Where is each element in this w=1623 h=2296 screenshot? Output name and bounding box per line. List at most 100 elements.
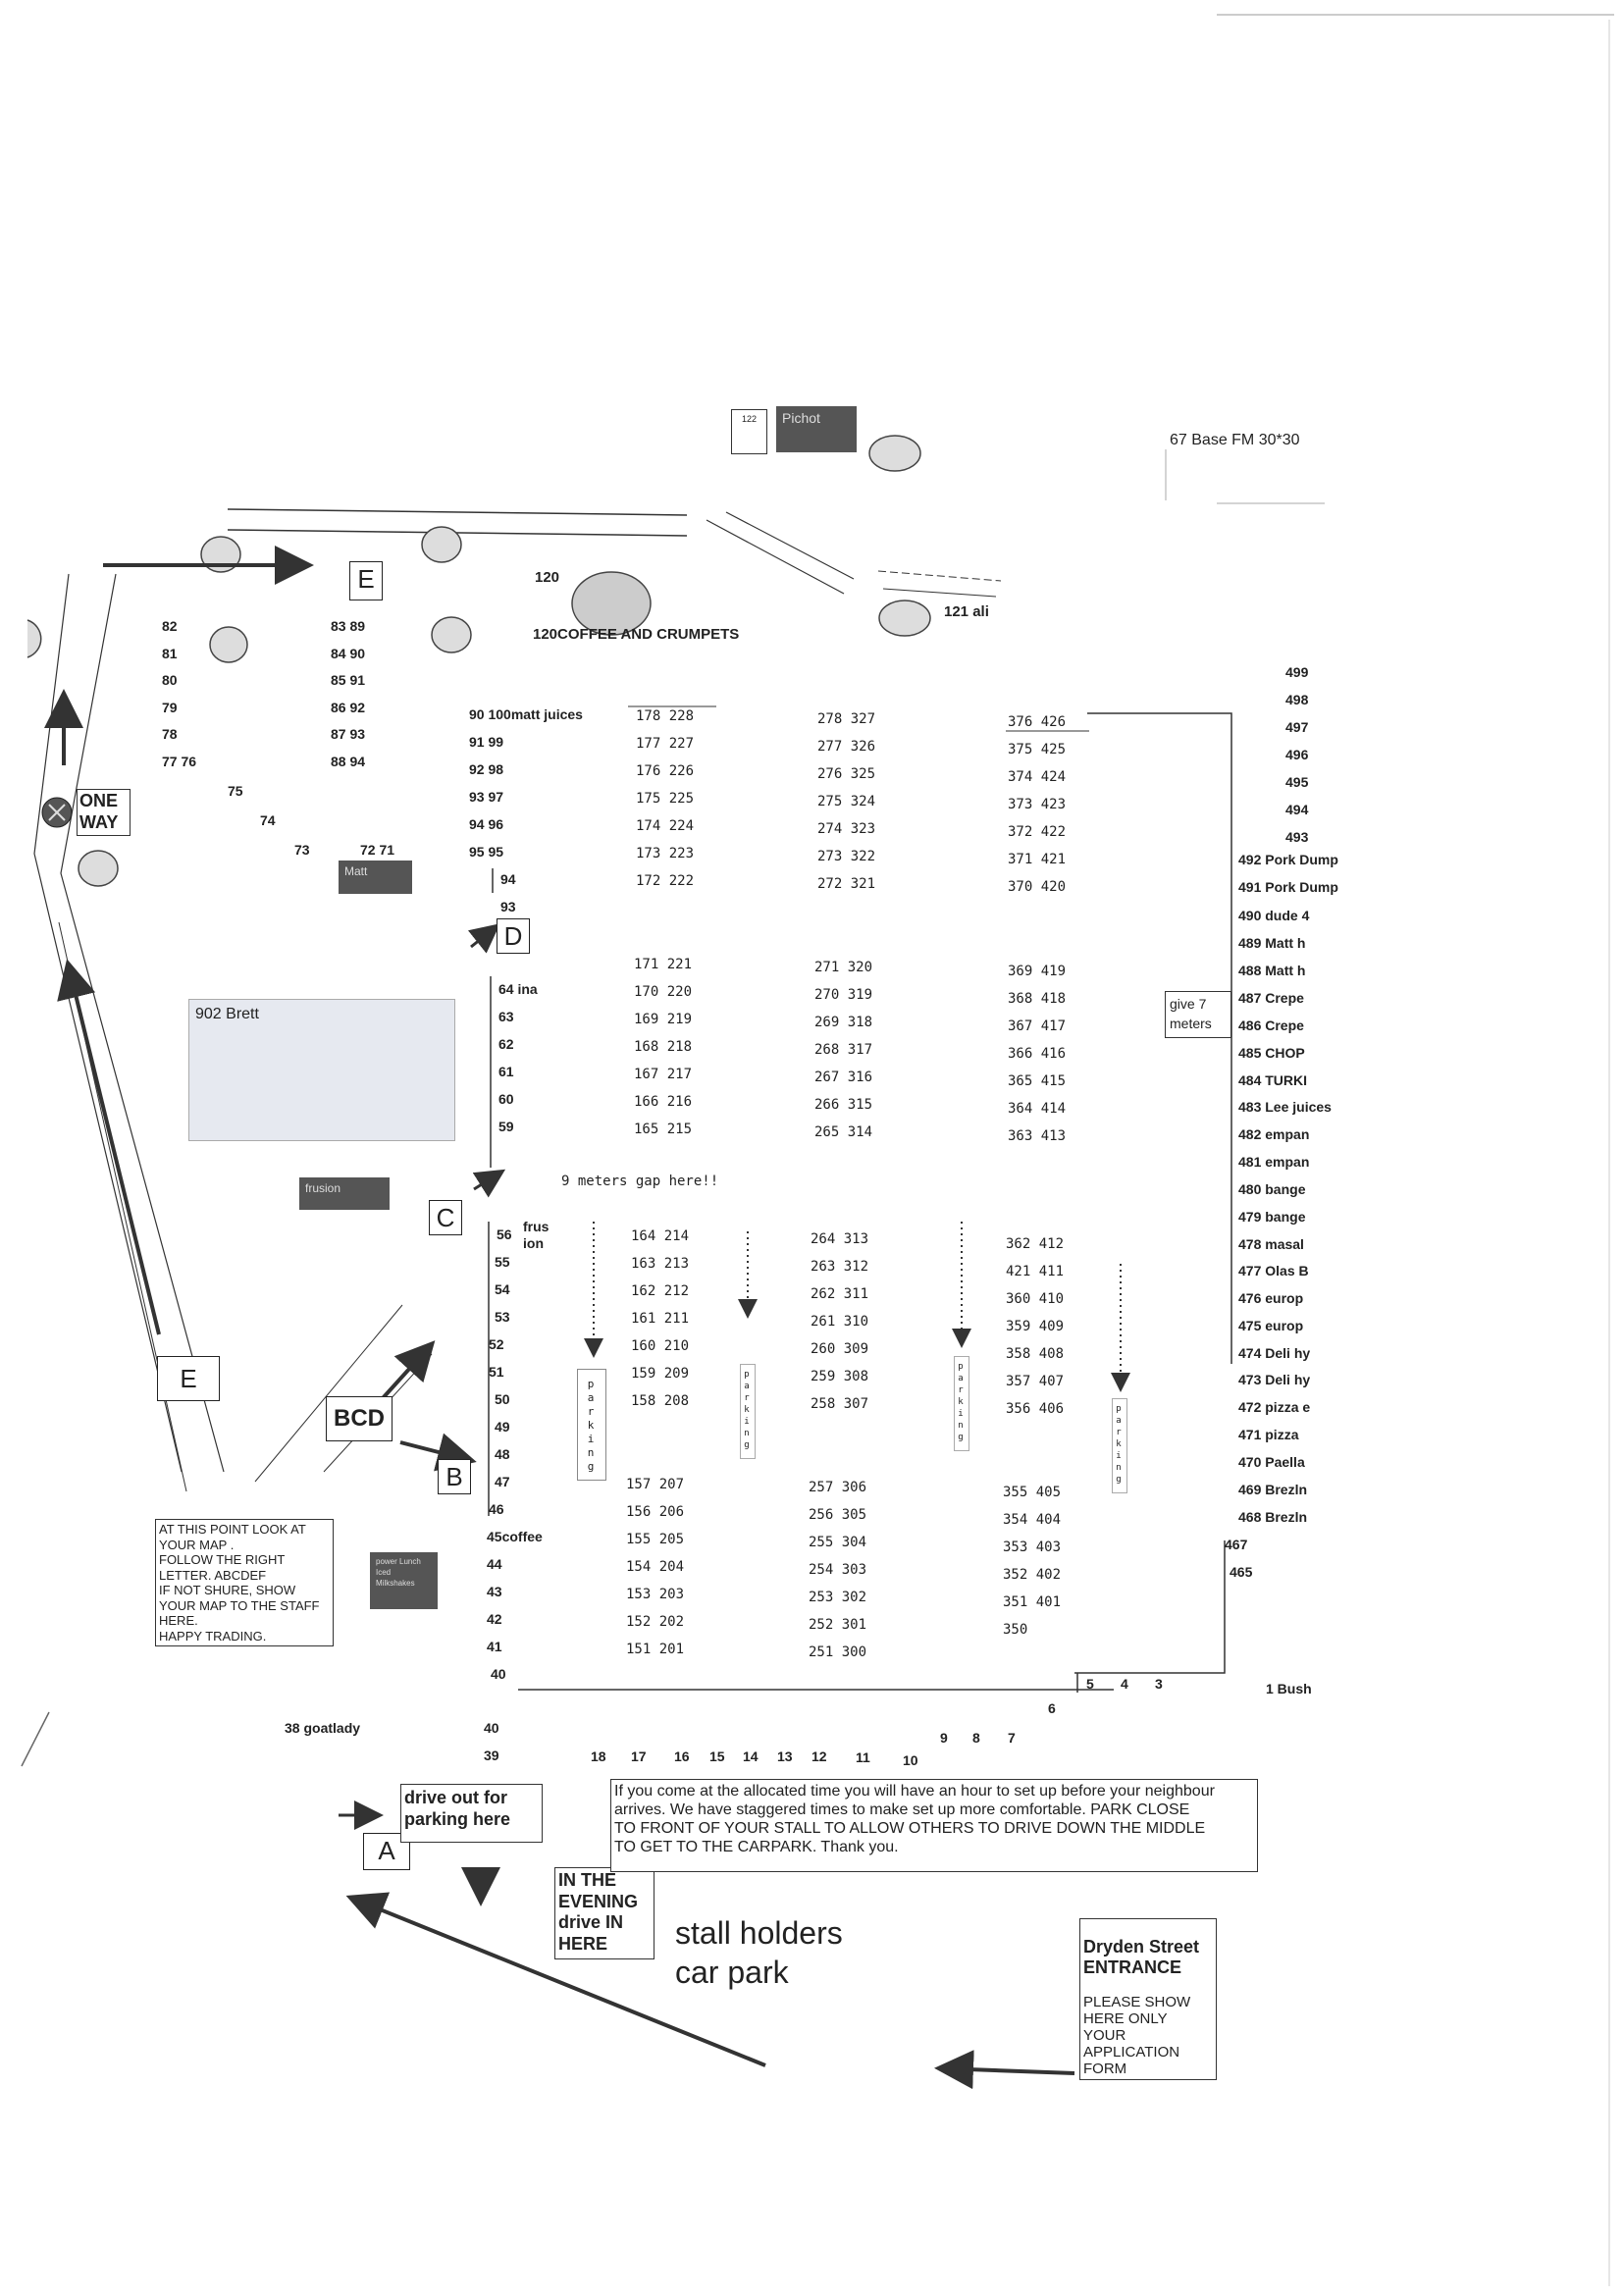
stall-number: 13 [777,1748,793,1764]
entry-letter-bcd: BCD [326,1396,393,1441]
stall-122: 122 [731,409,767,454]
stall-number: 174 224 [636,818,695,834]
stall-number: 16 [674,1748,690,1764]
stall-number: 162 212 [631,1283,690,1299]
stall-base-fm: 67 Base FM 30*30 [1170,432,1300,448]
stall-number: 267 316 [814,1070,873,1085]
stall-number: 275 324 [817,794,876,809]
stall-number: 18 [591,1748,606,1764]
stall-number: 94 96 [469,816,504,832]
entry-letter-e-bottom: E [157,1356,220,1401]
stall-number: 42 [487,1611,502,1627]
arrow-icon [472,1169,506,1198]
tree-marker [571,571,652,636]
stall-number: 469 Brezln [1238,1482,1308,1497]
stall-number: 157 207 [626,1477,685,1492]
stall-number: 468 Brezln [1238,1509,1308,1525]
stall-number: 92 98 [469,761,504,777]
stall-number: 375 425 [1008,742,1067,757]
stall-number: 6 [1048,1700,1056,1716]
stall-power-lunch: power Lunch Iced Milkshakes [370,1552,438,1609]
stall-number: 165 215 [634,1122,693,1137]
stall-number: 376 426 [1008,714,1067,730]
stall-number: 251 300 [809,1644,867,1660]
tree-marker [209,626,248,663]
stall-number: 491 Pork Dump [1238,879,1338,895]
stall-coffee-crumpets: 120COFFEE AND CRUMPETS [533,626,740,643]
stall-number: 53 [495,1309,510,1325]
stall-number: 8 [972,1730,980,1746]
dryden-title: Dryden Street ENTRANCE [1083,1937,1200,1977]
arrow-icon [381,1340,436,1400]
stall-number: 167 217 [634,1067,693,1082]
stall-number: 59 [498,1119,514,1134]
stall-number: 273 322 [817,849,876,864]
stall-number: 353 403 [1003,1539,1062,1555]
stall-number: 64 ina [498,981,538,997]
stall-number: 79 [162,699,178,715]
parking-label: p a r k i n g [587,1378,595,1473]
stall-number: 266 315 [814,1097,873,1113]
stall-number: 47 [495,1474,510,1489]
left-road-line [33,573,183,1473]
stall-number: 362 412 [1006,1236,1065,1252]
stall-number: 372 422 [1008,824,1067,840]
stall-number: 9 [940,1730,948,1746]
stall-number: 367 417 [1008,1018,1067,1034]
stall-number: 257 306 [809,1480,867,1495]
entry-letter-e: E [349,561,383,600]
stall-number: 166 216 [634,1094,693,1110]
stall-number: 352 402 [1003,1567,1062,1583]
road-line [882,588,997,598]
stall-frusion: frusion [299,1177,390,1210]
stall-number: 472 pizza e [1238,1399,1311,1415]
stall-number: 173 223 [636,846,695,861]
stall-number: 497 [1285,719,1309,735]
stall-number: 276 325 [817,766,876,782]
stall-number: 93 97 [469,789,504,805]
stall-number: 354 404 [1003,1512,1062,1528]
stall-number: 270 319 [814,987,873,1003]
road-line [227,508,688,516]
stall-number: 62 [498,1036,514,1052]
stall-number: 489 Matt h [1238,935,1306,951]
stall-matt: Matt [339,861,412,894]
stall-number: 470 Paella [1238,1454,1305,1470]
stall-number: 471 pizza [1238,1427,1299,1442]
stall-number: 54 [495,1281,510,1297]
stall-number: 176 226 [636,763,695,779]
parking-box: p a r k i n g [740,1364,756,1459]
stall-number: 86 92 [331,699,366,715]
stall-number: 41 [487,1639,502,1654]
stall-number: 77 76 [162,753,197,769]
stall-number: 43 [487,1584,502,1599]
stall-number: 39 [484,1748,499,1763]
road-line [706,519,845,595]
stall-number: 484 TURKI [1238,1072,1308,1088]
stall-number: 49 [495,1419,510,1435]
stall-number: 366 416 [1008,1046,1067,1062]
stall-number: 170 220 [634,984,693,1000]
stall-number: 480 bange [1238,1181,1306,1197]
stall-number: 81 [162,645,178,661]
stall-number: 15 [709,1748,725,1764]
stall-number: 10 [903,1752,918,1768]
stall-number: 14 [743,1748,759,1764]
stall-number: 91 99 [469,734,504,750]
parking-label: p a r k i n g [744,1370,750,1450]
road-line [725,511,855,580]
stall-number: 60 [498,1091,514,1107]
stall-number: 85 91 [331,672,366,688]
tree-marker [431,616,472,653]
stall-number: 11 [856,1749,870,1765]
stall-number: 255 304 [809,1535,867,1550]
stall-number: 95 95 [469,844,504,860]
stall-number: 55 [495,1254,510,1270]
arrow-icon [345,1892,766,2067]
stall-number: 477 Olas B [1238,1263,1309,1278]
stall-number: 75 [228,783,243,799]
stall-number: 350 [1003,1622,1028,1638]
stall-number: 169 219 [634,1012,693,1027]
arrow-up-icon [57,959,161,1335]
stall-number: 87 93 [331,726,366,742]
